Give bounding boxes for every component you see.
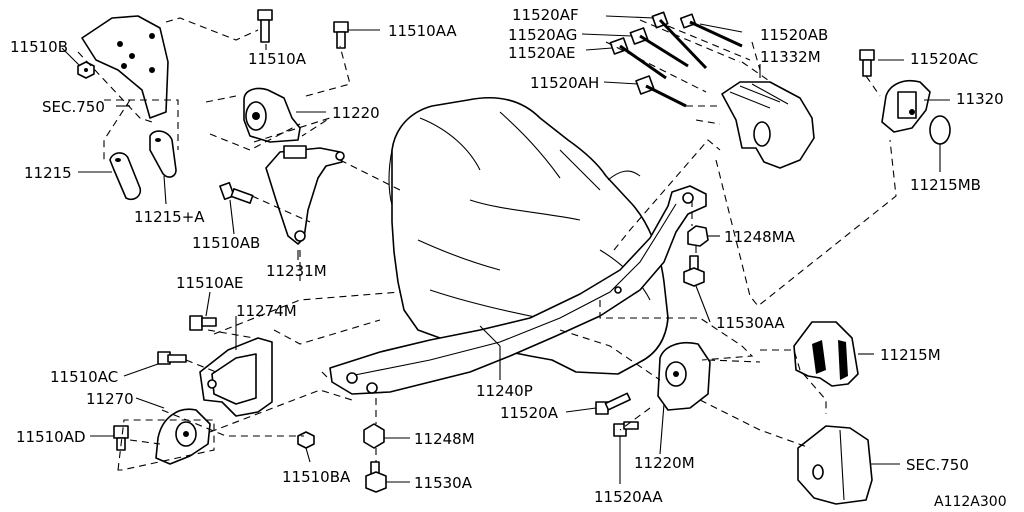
label-11520ae: 11520AE [508,44,575,62]
label-sec750-bottom: SEC.750 [906,456,969,474]
engine-mount-11220 [243,87,301,143]
bolt-11510ab [219,181,254,204]
label-11520ac: 11520AC [910,50,978,68]
label-sec750-top: SEC.750 [42,98,105,116]
engine-mount-11320 [881,80,931,133]
engine-mount-11332m [721,81,815,169]
label-11220m: 11220M [634,454,695,472]
label-11520ah: 11520AH [530,74,599,92]
nut-11510ba [297,431,315,449]
bolt-11510ac [157,351,187,365]
label-11248m: 11248M [414,430,475,448]
bolt-11520ag [629,27,689,68]
label-11510b: 11510B [10,38,68,56]
label-11520aa: 11520AA [594,488,663,506]
label-11215mb: 11215MB [910,176,981,194]
stopper-11215a [149,130,177,178]
label-11520a: 11520A [500,404,559,422]
label-11270: 11270 [86,390,134,408]
label-11520ag: 11520AG [508,26,577,44]
label-11510ab: 11510AB [192,234,260,252]
bracket-11274m [199,337,273,417]
label-11215a: 11215+A [134,208,205,226]
label-11274m: 11274M [236,302,297,320]
label-11530aa: 11530AA [716,314,785,332]
label-11215m: 11215M [880,346,941,364]
bolt-11520ae [609,37,667,80]
label-11510ae: 11510AE [176,274,243,292]
sec750-bracket-top-left [81,15,169,119]
label-11510aa: 11510AA [388,22,457,40]
label-11510ba: 11510BA [282,468,351,486]
label-11520ab: 11520AB [760,26,828,44]
stud-11530a [365,461,387,493]
washer-11215mb [929,115,951,145]
label-11332m: 11332M [760,48,821,66]
bolt-11510b [77,61,95,79]
bolt-11510a [257,9,273,43]
label-11215: 11215 [24,164,72,182]
label-11520af: 11520AF [512,6,579,24]
bolt-11520ah [635,75,687,108]
label-11248ma: 11248MA [724,228,796,246]
dashed-guide-lines [77,17,897,471]
engine-mount-11220m [657,342,711,411]
bolt-11520af [651,11,708,70]
bolt-11510ad [113,425,129,451]
bolt-11520a [595,392,631,415]
nut-11248ma [687,225,709,247]
sec750-bracket-bottom-right [797,425,873,505]
label-11240p: 11240P [476,382,533,400]
engine-mount-11270 [155,408,211,465]
label-11220: 11220 [332,104,380,122]
diagram-reference-code: A112A300 [934,494,1007,510]
part-labels: 11510B 11510A 11510AA SEC.750 11220 1121… [10,6,1004,506]
label-11231m: 11231M [266,262,327,280]
stud-11530aa [683,255,705,287]
bolt-11520ac [859,49,875,77]
bolt-11520ab [679,13,743,48]
leader-lines [61,15,950,484]
label-11320: 11320 [956,90,1004,108]
stopper-11215m [793,321,859,387]
bolt-11510aa [333,21,349,49]
stopper-11215 [109,152,142,201]
label-11530a: 11530A [414,474,473,492]
bracket-11231m [265,145,345,245]
label-11510ac: 11510AC [50,368,118,386]
label-11510a: 11510A [248,50,307,68]
center-member-11240p [329,185,707,395]
bolt-11520aa [613,421,639,437]
nut-11248m [363,423,385,449]
label-11510ad: 11510AD [16,428,86,446]
bolt-11510ae [189,315,217,331]
